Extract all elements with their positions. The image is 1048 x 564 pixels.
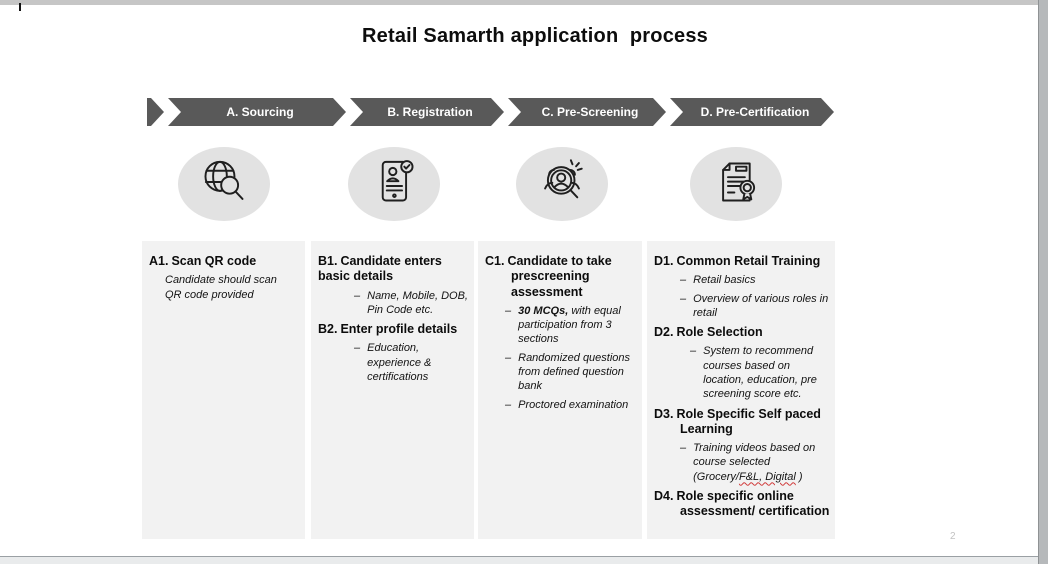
chevron-lead-arrow <box>147 98 164 126</box>
dash-marker: – <box>680 292 687 305</box>
window-right-border[interactable] <box>1038 0 1048 564</box>
slide-title[interactable]: Retail Samarth application process <box>362 25 708 47</box>
dash-marker: – <box>505 304 512 317</box>
bullet-c1-2: – Randomized questions from defined ques… <box>505 351 631 393</box>
step-heading-d4: D4.Role specific online assessment/ cert… <box>654 488 830 519</box>
process-chevron-band: A. Sourcing B. Registration C. Pre-Scree… <box>147 98 834 126</box>
bullet-c1-1: – 30 MCQs, with equal participation from… <box>505 304 621 346</box>
bullet-b2-1: – Education, experience & certifications <box>354 342 432 383</box>
dash-marker: – <box>505 398 512 411</box>
bullet-d1-2: – Overview of various roles in retail <box>680 292 829 319</box>
prescreening-icon-circle[interactable] <box>516 147 608 221</box>
chevron-stage-registration[interactable]: B. Registration <box>350 98 504 126</box>
chevron-stage-precertification[interactable]: D. Pre-Certification <box>670 98 834 126</box>
panel-prescreening[interactable]: C1.Candidate to take prescreening assess… <box>478 241 642 539</box>
precertification-icon-circle[interactable] <box>690 147 782 221</box>
bullet-d2-1: – System to recommend courses based on l… <box>690 345 817 401</box>
panel-precertification[interactable]: D1.Common Retail Training – Retail basic… <box>647 241 835 539</box>
step-heading-c1: C1.Candidate to take prescreening assess… <box>485 254 612 299</box>
sourcing-icon-circle[interactable] <box>178 147 270 221</box>
spellcheck-underlined-text: F&L, Digital <box>738 470 796 483</box>
panel-registration[interactable]: B1.Candidate enters basic details – Name… <box>311 241 474 539</box>
people-search-icon <box>533 153 591 216</box>
dash-marker: – <box>690 345 697 358</box>
bullet-d3-1: – Training videos based on course select… <box>680 442 816 483</box>
globe-search-icon <box>195 153 253 216</box>
bullet-c1-3: – Proctored examination <box>505 398 629 411</box>
panel-sourcing[interactable]: A1.Scan QR code Candidate should scan QR… <box>142 241 305 539</box>
step-heading-b1: B1.Candidate enters basic details <box>318 254 442 284</box>
registration-icon-circle[interactable] <box>348 147 440 221</box>
window-bottom-border <box>0 556 1048 564</box>
chevron-stage-sourcing[interactable]: A. Sourcing <box>168 98 346 126</box>
dash-marker: – <box>505 351 512 364</box>
bullet-d1-1: – Retail basics <box>680 274 756 287</box>
dash-marker: – <box>680 442 687 455</box>
certificate-ribbon-icon <box>707 153 765 216</box>
text-cursor <box>19 3 21 11</box>
step-note-a1: Candidate should scan QR code provided <box>165 274 277 301</box>
dash-marker: – <box>354 289 361 302</box>
step-heading-d1: D1.Common Retail Training <box>654 254 821 268</box>
chevron-stage-prescreening[interactable]: C. Pre-Screening <box>508 98 666 126</box>
dash-marker: – <box>680 274 687 287</box>
step-heading-b2: B2.Enter profile details <box>318 322 458 337</box>
bullet-b1-1: – Name, Mobile, DOB, Pin Code etc. <box>354 289 468 316</box>
phone-profile-check-icon <box>365 153 423 216</box>
window-top-border <box>0 0 1048 5</box>
step-heading-d3: D3.Role Specific Self paced Learning <box>654 406 821 436</box>
slide-page-number: 2 <box>950 531 956 542</box>
dash-marker: – <box>354 342 361 355</box>
step-heading-a1: A1.Scan QR code <box>149 254 257 268</box>
step-heading-d2: D2.Role Selection <box>654 325 763 340</box>
